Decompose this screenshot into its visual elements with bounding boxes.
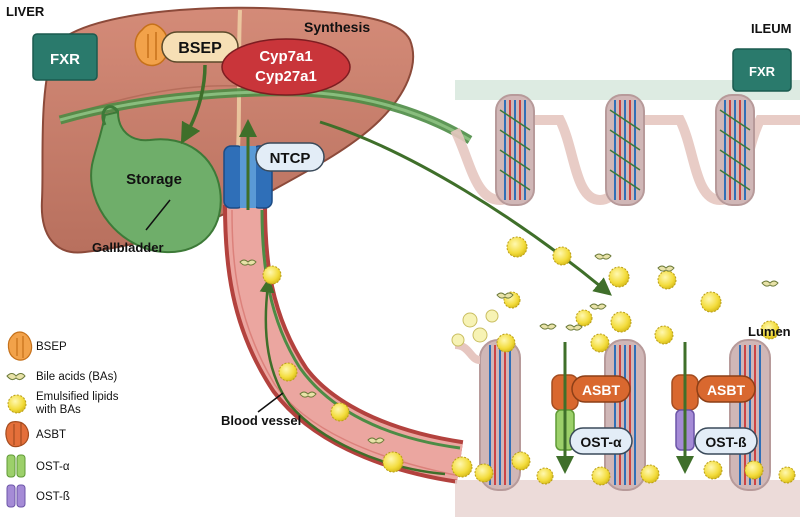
ost-alpha-icon [6, 454, 26, 478]
svg-text:ASBT: ASBT [582, 382, 621, 398]
legend-ost-alpha-text: OST-α [36, 461, 70, 473]
gallbladder-organ [90, 105, 222, 254]
storage-label: Storage [126, 171, 182, 188]
fxr-liver-box: FXR [32, 33, 98, 81]
svg-text:OST-α: OST-α [580, 434, 622, 450]
ost-alpha-box: OST-α [569, 427, 633, 455]
gallbladder-label: Gallbladder [92, 240, 164, 255]
asbt-box-1: ASBT [571, 375, 631, 403]
legend: BSEP Bile acids (BAs) Emulsified lipids … [5, 331, 119, 508]
bile-acid-molecules [239, 253, 779, 444]
ileum-label: ILEUM [751, 21, 791, 36]
legend-bsep-text: BSEP [36, 341, 67, 353]
bsep-transporter-icon [7, 331, 33, 361]
liver-label: LIVER [6, 4, 45, 19]
blood-vessel-label: Blood vessel [221, 413, 301, 428]
svg-text:OST-ß: OST-ß [705, 434, 747, 450]
ost-beta-icon [6, 484, 26, 508]
bsep-box: BSEP [161, 31, 239, 63]
svg-text:NTCP: NTCP [270, 150, 311, 167]
bsep-icon [134, 23, 170, 67]
svg-text:ASBT: ASBT [707, 382, 746, 398]
legend-asbt-text: ASBT [36, 429, 66, 441]
ost-beta-box: OST-ß [694, 427, 758, 455]
synthesis-label: Synthesis [304, 19, 370, 35]
svg-text:Cyp7a1: Cyp7a1 [259, 48, 312, 65]
fxr-ileum-box: FXR [732, 48, 792, 92]
svg-text:BSEP: BSEP [178, 40, 222, 57]
svg-text:FXR: FXR [50, 51, 80, 68]
ntcp-box: NTCP [255, 142, 325, 172]
asbt-transporter-icon [5, 421, 30, 448]
legend-lipids-text-1: Emulsified lipids [36, 391, 119, 403]
emulsified-lipid-icon [7, 394, 27, 414]
emulsified-lipid-droplets [262, 236, 796, 486]
lumen-label: Lumen [748, 324, 791, 339]
ileum-villi-top [450, 80, 800, 206]
svg-text:FXR: FXR [749, 64, 776, 79]
legend-bile-acids-text: Bile acids (BAs) [36, 371, 117, 383]
cyp-enzyme-box: Cyp7a1 Cyp27a1 [221, 38, 351, 96]
svg-text:Cyp27a1: Cyp27a1 [255, 68, 317, 85]
legend-ost-beta-text: OST-ß [36, 491, 70, 503]
legend-lipids-text-2: with BAs [35, 404, 81, 416]
bile-acid-icon [6, 373, 26, 381]
asbt-box-2: ASBT [696, 375, 756, 403]
